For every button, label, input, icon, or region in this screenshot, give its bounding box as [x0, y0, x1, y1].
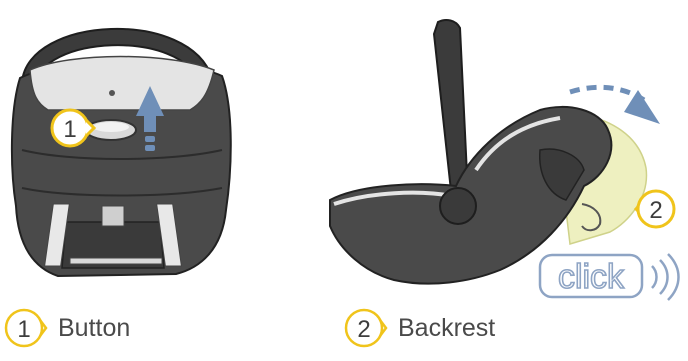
callout-1-legend-icon: 1 [2, 306, 48, 350]
pivot-hub [440, 188, 476, 224]
svg-text:2: 2 [357, 316, 370, 343]
sound-waves-icon [652, 254, 679, 300]
top-panel [30, 57, 214, 111]
legend-item-button: 1 Button [2, 306, 130, 350]
legend-item-backrest: 2 Backrest [342, 306, 495, 350]
legend-label-button: Button [58, 314, 130, 343]
svg-text:click: click [558, 258, 625, 296]
svg-text:1: 1 [17, 316, 30, 343]
seat-side-view: 2 click [330, 20, 679, 300]
legend-label-backrest: Backrest [398, 314, 495, 343]
seat-rear-view: 1 [12, 29, 231, 276]
callout-2-legend-icon: 2 [342, 306, 388, 350]
panel-dot [109, 90, 115, 96]
svg-text:2: 2 [649, 197, 662, 224]
callout-2-marker: 2 [636, 191, 674, 227]
click-indicator: click [540, 255, 642, 297]
svg-text:1: 1 [63, 116, 76, 143]
